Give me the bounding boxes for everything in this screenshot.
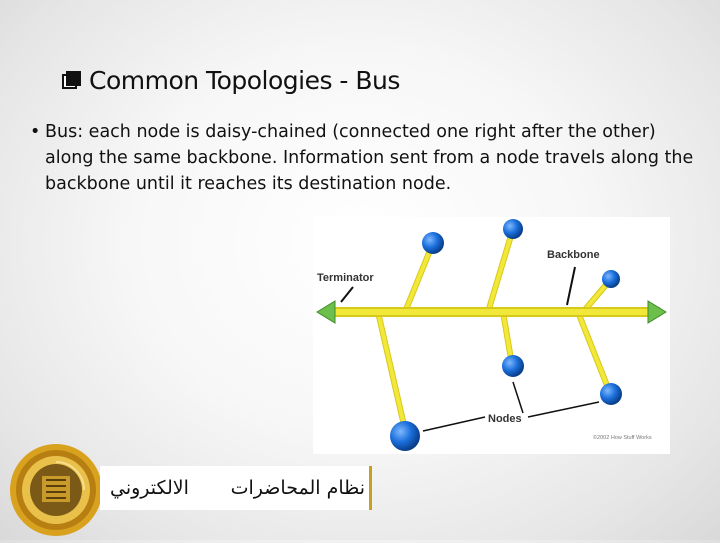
bus-topology-diagram: Terminator Backbone Nodes ©2002 How Stuf… <box>313 217 670 454</box>
body-paragraph: • Bus: each node is daisy-chained (conne… <box>30 119 700 197</box>
backbone-line <box>316 300 667 324</box>
network-node-icons <box>390 219 622 451</box>
body-text: Bus: each node is daisy-chained (connect… <box>45 122 694 194</box>
title-text: Common Topologies - Bus <box>89 65 400 95</box>
slide-title: Common Topologies - Bus <box>62 62 400 98</box>
footer-banner: نظام المحاضرات الالكتروني <box>100 466 372 510</box>
checkbox-bullet-icon <box>62 70 81 90</box>
terminator-label: Terminator <box>317 272 374 284</box>
backbone-label: Backbone <box>547 249 600 261</box>
footer-right-text: نظام المحاضرات <box>230 477 365 499</box>
copyright-text: ©2002 How Stuff Works <box>593 434 652 441</box>
nodes-label: Nodes <box>488 413 522 425</box>
bullet-icon: • <box>30 122 41 142</box>
footer-left-text: الالكتروني <box>110 477 189 499</box>
university-logo <box>8 442 104 538</box>
